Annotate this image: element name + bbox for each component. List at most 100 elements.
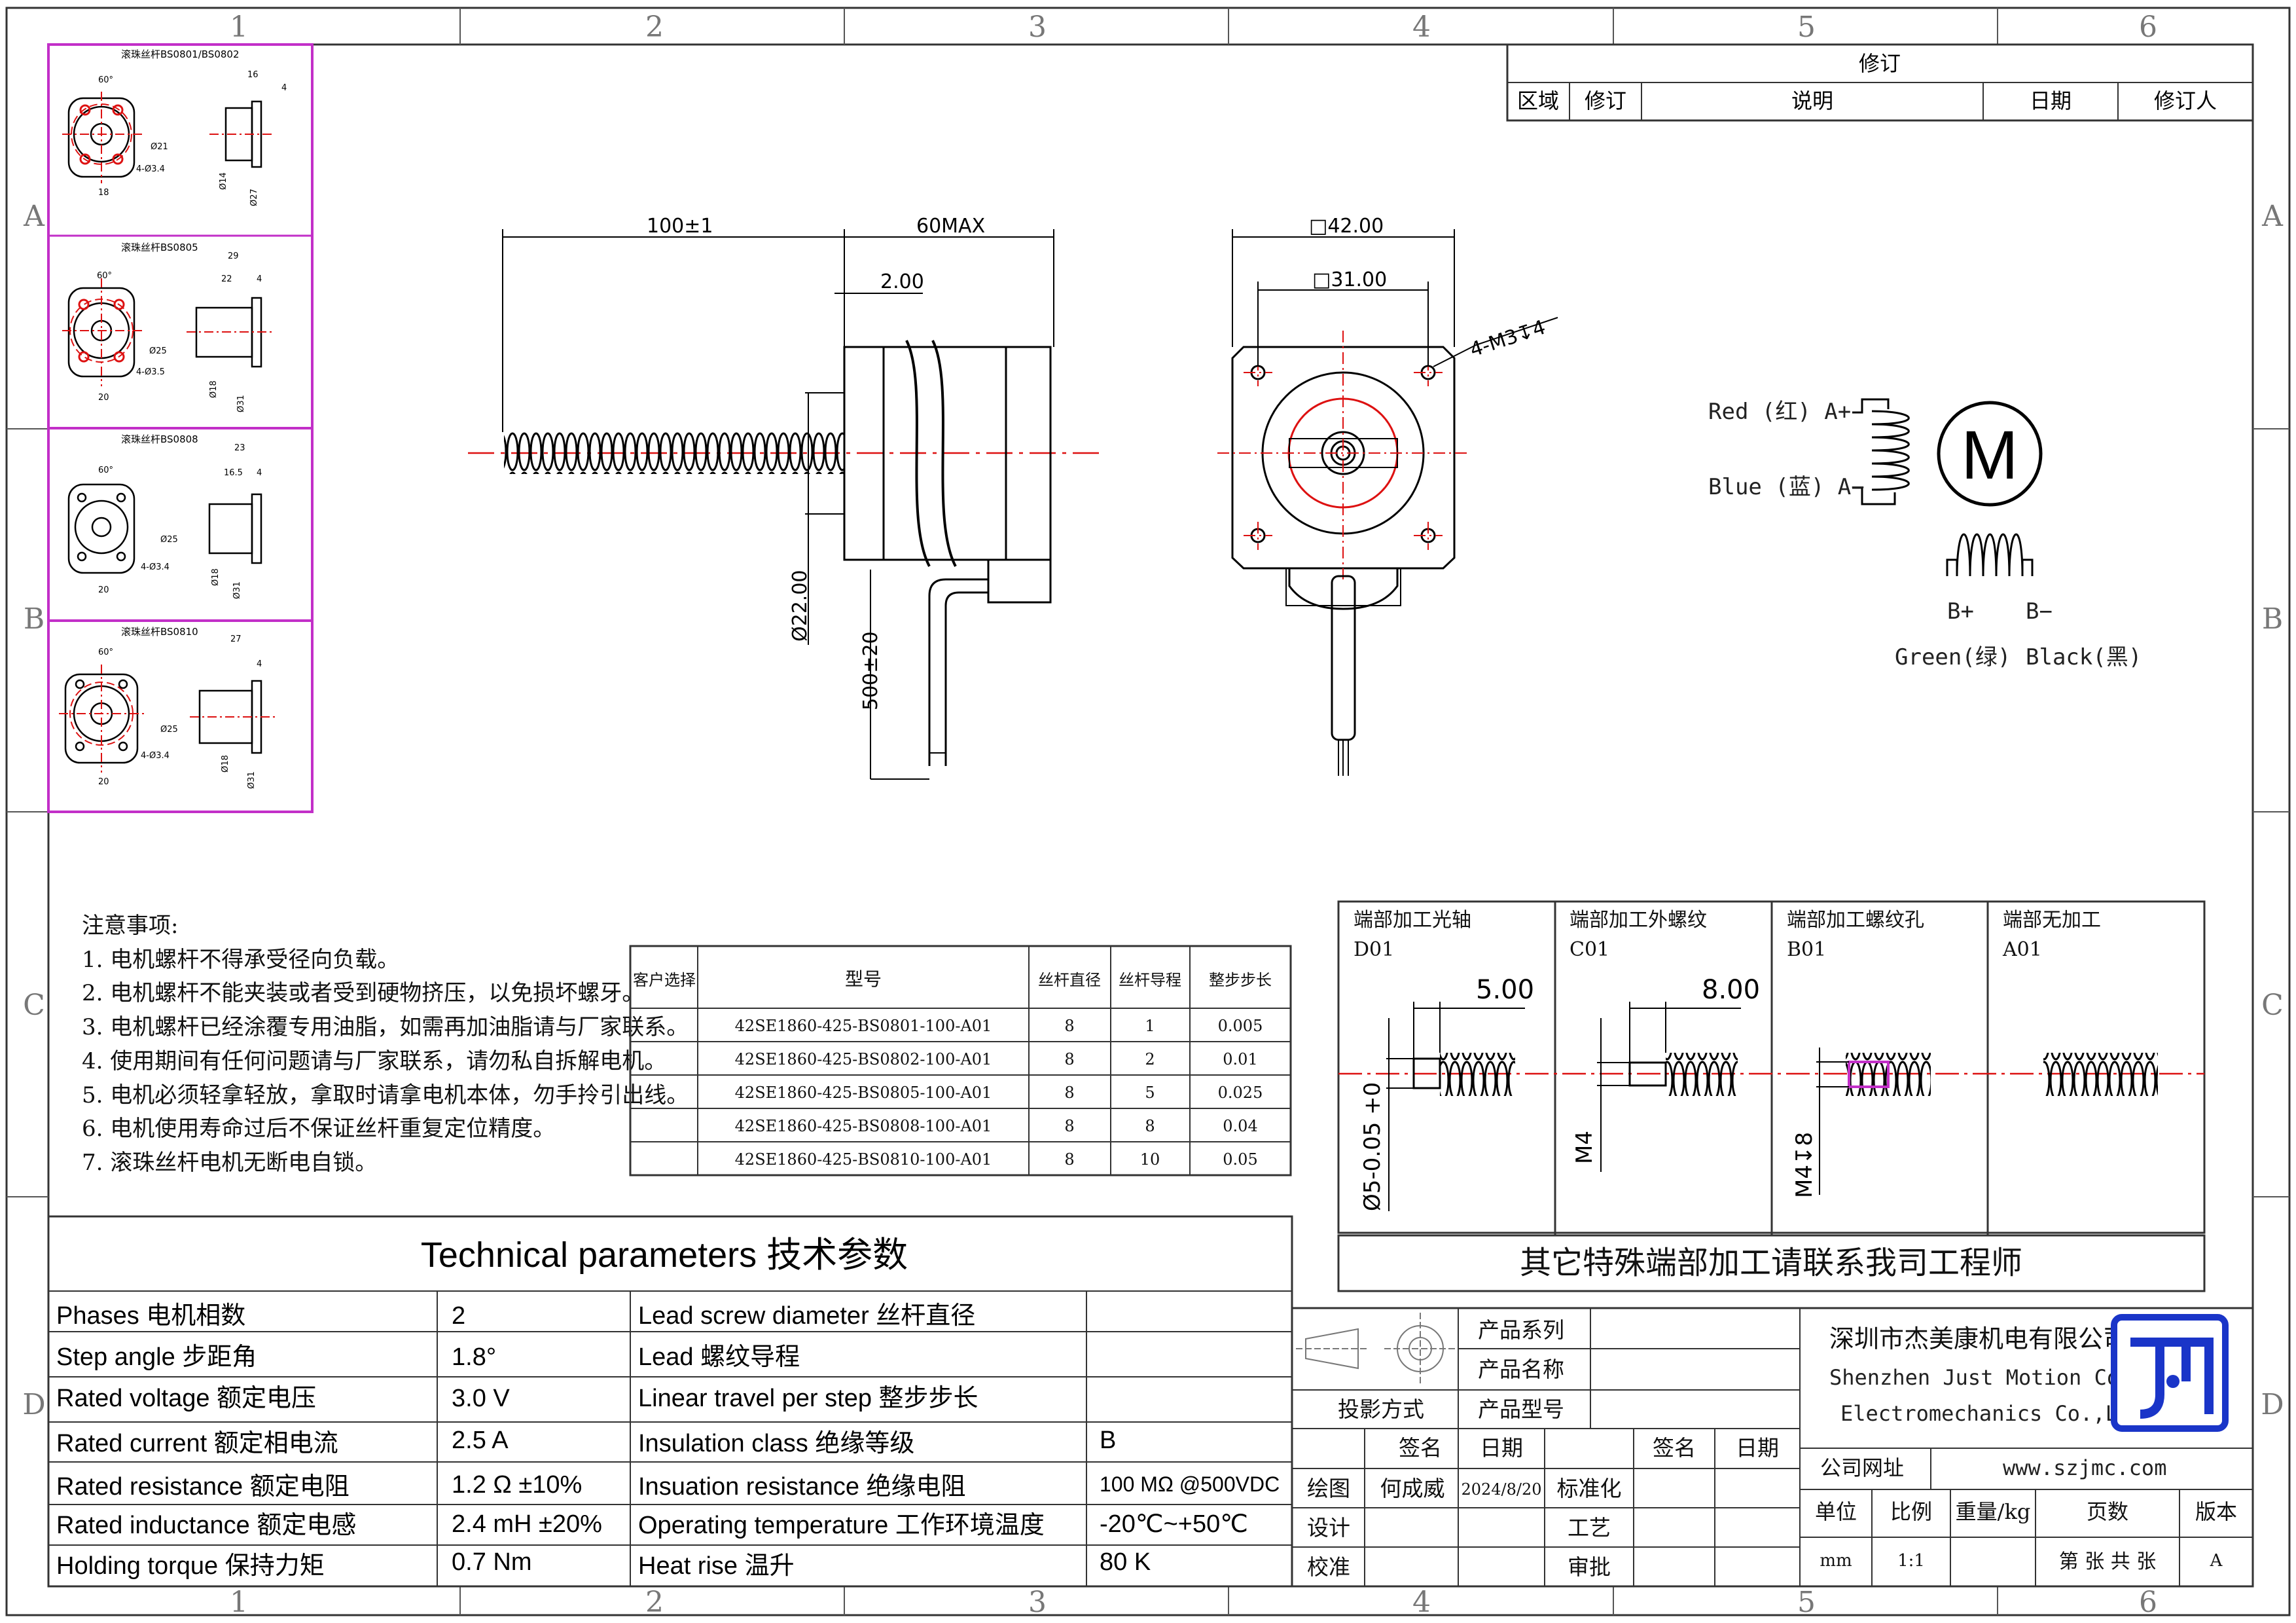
tech-params: Technical parameters 技术参数 Phases 电机相数 2 … [47, 1215, 1293, 1588]
tech-param-value: 100 MΩ @500VDC [1100, 1472, 1280, 1496]
model-cell: 8 [1145, 1117, 1155, 1135]
tech-param-value: 1.2 Ω ±10% [452, 1471, 582, 1499]
dim-b01-thread: M4↧8 [1791, 1132, 1818, 1198]
ballnut-title: 滚珠丝杆BS0808 [121, 433, 198, 445]
model-cell: 42SE1860-425-BS0808-100-A01 [735, 1117, 992, 1135]
model-col-header: 型号 [845, 968, 882, 990]
tech-param-label: Lead 螺纹导程 [638, 1343, 800, 1371]
angle-label: 60° [98, 465, 113, 475]
col-label: 6 [2139, 1586, 2157, 1619]
tech-param-label: Holding torque 保持力矩 [56, 1552, 325, 1580]
tb-series-label: 产品系列 [1478, 1317, 1564, 1343]
ballnut-panel-bs0808: 滚珠丝杆BS0808 60° Ø25 4-Ø3.4 20 23 16.5 4 Ø… [67, 433, 262, 599]
tb-craft-label: 工艺 [1568, 1515, 1611, 1541]
dim-d01-length: 5.00 [1476, 975, 1534, 1005]
projection-icon [1296, 1313, 1456, 1385]
dim-label: 4 [257, 468, 262, 478]
model-cell: 42SE1860-425-BS0810-100-A01 [735, 1150, 992, 1169]
revision-header: 日期 [2030, 88, 2072, 113]
col-label: 6 [2139, 10, 2157, 44]
tech-param-label: Linear travel per step 整步步长 [638, 1385, 978, 1412]
dim-label: 20 [98, 585, 109, 595]
dim-label: 4-Ø3.4 [141, 751, 170, 761]
tb-approve-label: 审批 [1568, 1554, 1611, 1580]
dim-label: 4 [281, 83, 287, 93]
tb-date-label: 日期 [1480, 1435, 1523, 1461]
tb-sign-label: 签名 [1653, 1435, 1696, 1461]
col-label: 3 [1028, 1586, 1047, 1619]
dim-label: Ø18 [221, 755, 230, 773]
tb-draw-date: 2024/8/20 [1461, 1480, 1541, 1499]
tb-sign-label: 签名 [1399, 1435, 1442, 1461]
model-cell: 10 [1140, 1150, 1160, 1169]
angle-label: 60° [98, 647, 113, 657]
tb-weight-label: 重量/kg [1956, 1499, 2031, 1524]
dim-outer-square: □42.00 [1309, 215, 1384, 238]
tb-name-label: 产品名称 [1478, 1357, 1564, 1382]
col-label: 5 [1797, 1586, 1816, 1619]
note-item: 1. 电机螺杆不得承受径向负载。 [82, 947, 399, 973]
dim-c01-thread: M4 [1571, 1131, 1598, 1164]
tech-param-label: Step angle 步距角 [56, 1343, 257, 1371]
dim-label: Ø25 [149, 346, 167, 356]
end-machining: 端部加工光轴 D01 端部加工外螺纹 C01 端部加工螺纹孔 B01 端部无加工… [1337, 900, 2206, 1292]
row-label: B [2262, 602, 2283, 636]
dim-label: 20 [98, 777, 109, 787]
note-item: 5. 电机必须轻拿轻放，拿取时请拿电机本体，勿手拎引出线。 [82, 1082, 689, 1108]
revision-header: 修订 [1585, 88, 1626, 113]
note-item: 6. 电机使用寿命过后不保证丝杆重复定位精度。 [82, 1116, 555, 1142]
ballnut-title: 滚珠丝杆BS0805 [121, 242, 198, 253]
dim-hole-square: □31.00 [1312, 268, 1387, 291]
model-cell: 0.025 [1218, 1084, 1263, 1102]
end-machining-footer: 其它特殊端部加工请联系我司工程师 [1520, 1245, 2022, 1281]
dim-label: Ø31 [236, 395, 246, 412]
tb-draw-label: 绘图 [1307, 1476, 1350, 1501]
tb-std-label: 标准化 [1557, 1476, 1622, 1501]
tb-check-label: 校准 [1307, 1554, 1350, 1580]
angle-label: 60° [97, 271, 112, 281]
end-panel-title: 端部加工光轴 [1354, 909, 1471, 932]
company-name-cn: 深圳市杰美康机电有限公司 [1829, 1324, 2128, 1353]
side-view: 100±1 60MAX 2.00 Ø22.00 500±20 [468, 215, 1100, 780]
note-item: 4. 使用期间有任何问题请与厂家联系，请勿私自拆解电机。 [82, 1048, 666, 1074]
tech-param-value: 2.5 A [452, 1427, 509, 1454]
dim-label: Ø25 [160, 535, 178, 545]
model-cell: 8 [1064, 1050, 1074, 1068]
row-label: B [24, 602, 45, 636]
tb-scale-value: 1:1 [1897, 1551, 1925, 1571]
ballnut-title: 滚珠丝杆BS0801/BS0802 [121, 48, 240, 60]
col-label: 5 [1797, 10, 1816, 44]
revision-title: 修订 [1859, 51, 1901, 76]
dim-label: 23 [234, 443, 245, 453]
ballnut-panel-bs0801: 滚珠丝杆BS0801/BS0802 60° Ø21 4-Ø3.4 18 16 4… [62, 48, 287, 206]
tech-param-label: Rated inductance 额定电感 [56, 1512, 356, 1539]
model-col-header: 客户选择 [633, 971, 696, 989]
dim-d01-dia: Ø5-0.05 +0 [1359, 1082, 1386, 1211]
tb-site-label: 公司网址 [1820, 1455, 1904, 1480]
revision-header: 区域 [1517, 88, 1559, 113]
dim-label: 16.5 [224, 468, 243, 478]
row-label: D [2261, 1388, 2284, 1421]
revision-header: 说明 [1791, 88, 1833, 113]
company-name-en: Electromechanics Co.,LTD [1840, 1401, 2143, 1426]
tech-param-value: 3.0 V [452, 1385, 510, 1412]
tb-date-label: 日期 [1736, 1435, 1779, 1461]
model-col-header: 丝杆导程 [1119, 971, 1181, 989]
end-panel-code: D01 [1354, 938, 1394, 961]
col-label: 2 [645, 10, 664, 44]
model-cell: 8 [1064, 1117, 1074, 1135]
dim-label: Ø27 [249, 189, 259, 206]
tech-param-label: Rated current 额定相电流 [56, 1430, 338, 1457]
model-cell: 2 [1145, 1050, 1155, 1068]
tb-scale-label: 比例 [1890, 1499, 1932, 1524]
tech-param-label: Lead screw diameter 丝杆直径 [638, 1302, 975, 1330]
model-cell: 5 [1145, 1084, 1155, 1102]
dim-label: Ø31 [247, 771, 257, 789]
dim-label: Ø18 [211, 568, 221, 586]
title-block: 产品系列 产品名称 投影方式 产品型号 签名 日期 签名 日期 绘图 何成威 2… [1291, 1307, 2254, 1588]
revision-table: 修订 区域 修订 说明 日期 修订人 [1506, 43, 2254, 122]
frame-grid [7, 8, 2289, 1615]
model-cell: 1 [1145, 1017, 1155, 1035]
tech-param-value: 2.4 mH ±20% [452, 1510, 602, 1538]
